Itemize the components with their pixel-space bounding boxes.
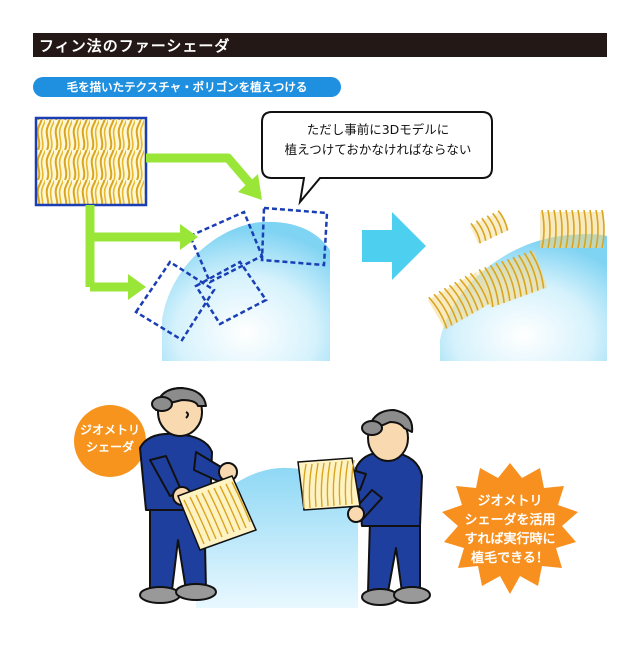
geometry-shader-badge (74, 405, 146, 477)
step-label: 毛を描いたテクスチャ・ポリゴンを植えつける (33, 77, 341, 97)
sphere-after (440, 234, 607, 361)
page-title: フィン法のファーシェーダ (39, 37, 231, 55)
badge-line-2: シェーダ (85, 440, 134, 454)
speech-bubble (261, 111, 493, 206)
fur-texture-square (34, 116, 148, 207)
starburst (442, 463, 578, 594)
burst-line-3: すれば実行時に (464, 532, 556, 547)
callout-line-2: 植えつけておかなければならない (284, 142, 472, 157)
geometry-badge-text: ジオメトリ シェーダ (74, 422, 146, 456)
burst-line-2: シェーダを活用 (464, 513, 556, 528)
callout-line-1: ただし事前に3Dモデルに (306, 122, 450, 137)
callout-text: ただし事前に3Dモデルに 植えつけておかなければならない (266, 120, 490, 160)
burst-line-4: 植毛できる！ (471, 551, 549, 566)
green-arrows (85, 153, 262, 300)
dashed-polygons (134, 206, 329, 342)
fur-card-right (297, 457, 361, 511)
cyan-arrow (362, 212, 426, 280)
fur-fins (428, 209, 605, 330)
fur-card-left (177, 475, 258, 551)
starburst-text: ジオメトリ シェーダを活用 すれば実行時に 植毛できる！ (446, 492, 574, 568)
title-bar: フィン法のファーシェーダ (33, 33, 607, 57)
burst-line-1: ジオメトリ (477, 494, 543, 509)
sphere-before (162, 221, 330, 361)
badge-line-1: ジオメトリ (79, 423, 140, 437)
